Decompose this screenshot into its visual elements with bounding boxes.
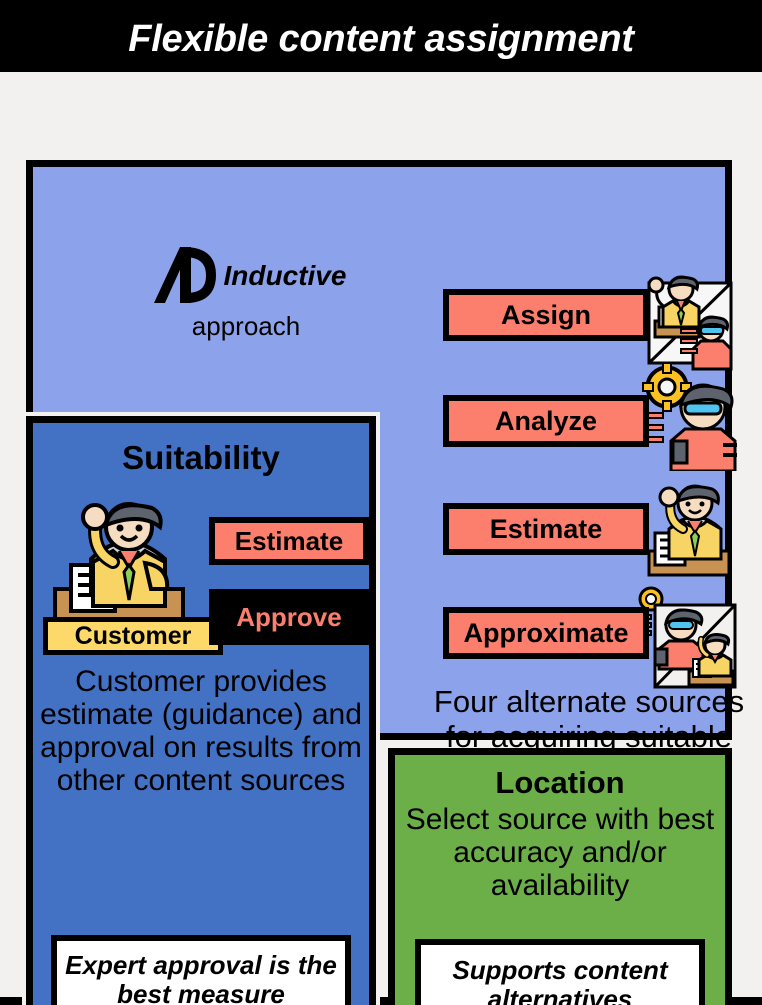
location-body-text: Select source with best accuracy and/or …: [405, 803, 715, 902]
suitability-body-text: Customer provides estimate (guidance) an…: [40, 665, 362, 797]
bottom-rule: [0, 997, 762, 1005]
source-row-approximate[interactable]: Approximate: [443, 605, 649, 661]
panel-suitability: Suitability Cust: [22, 412, 380, 1005]
source-row-analyze[interactable]: Analyze: [443, 393, 649, 449]
chip-estimate[interactable]: Estimate: [209, 517, 369, 565]
slide-canvas: Inductive approach: [0, 72, 762, 1005]
ad-monogram-logo-icon: [153, 247, 216, 303]
logo-subtitle: approach: [191, 311, 301, 341]
person-assigning-work-illustration-icon: [647, 275, 733, 371]
source-row-estimate[interactable]: Estimate: [443, 501, 649, 557]
source-label-approximate: Approximate: [443, 607, 649, 659]
source-label-assign: Assign: [443, 289, 649, 341]
title-bar: Flexible content assignment: [0, 6, 762, 72]
analyst-with-gear-illustration-icon: [640, 363, 737, 471]
expert-raising-hand-at-desk-illustration-icon: [647, 484, 731, 577]
logo-word: Inductive: [223, 260, 347, 291]
source-label-analyze: Analyze: [443, 395, 649, 447]
callout-supports-alternatives: Supports content alternatives: [415, 939, 705, 1005]
source-label-estimate: Estimate: [443, 503, 649, 555]
inductive-logo-block: Inductive approach: [111, 245, 381, 342]
customer-expert-at-desk-illustration-icon: [53, 502, 185, 621]
customer-tag: Customer: [43, 617, 223, 655]
suitability-title: Suitability: [122, 439, 280, 476]
panel-location: Location Select source with best accurac…: [388, 748, 732, 1005]
chip-approve[interactable]: Approve: [209, 589, 369, 645]
source-row-assign[interactable]: Assign: [443, 287, 649, 343]
callout-expert-approval: Expert approval is the best measure: [51, 935, 351, 1005]
page-title: Flexible content assignment: [128, 17, 634, 60]
location-title: Location: [495, 765, 625, 800]
logo-row: Inductive: [111, 245, 381, 307]
